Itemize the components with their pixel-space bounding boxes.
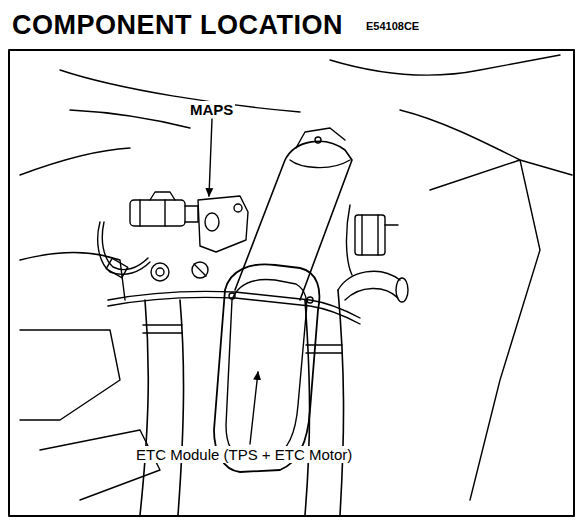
screw bbox=[315, 137, 321, 143]
leader-arrow bbox=[250, 372, 258, 444]
throttle-body bbox=[235, 141, 352, 300]
throttle-body-top bbox=[296, 128, 345, 148]
connector-latch bbox=[150, 192, 175, 200]
part-label: ETC Module (TPS + ETC Motor) bbox=[134, 446, 354, 463]
sensor-port bbox=[205, 213, 219, 231]
contour-line bbox=[330, 55, 560, 75]
bolt bbox=[151, 263, 169, 281]
bolt bbox=[194, 264, 206, 276]
hose-end bbox=[396, 278, 408, 302]
screw bbox=[229, 293, 235, 299]
screw bbox=[307, 297, 313, 303]
etc-module-cover bbox=[214, 264, 319, 472]
contour-line bbox=[20, 148, 130, 175]
etc-module-rib bbox=[226, 280, 307, 458]
part-label: MAPS bbox=[188, 101, 235, 118]
maps-sensor bbox=[198, 196, 248, 252]
figure-code: E54108CE bbox=[366, 20, 419, 32]
wire bbox=[346, 205, 352, 275]
hose-clamp bbox=[306, 345, 342, 353]
coolant-hose bbox=[338, 290, 344, 515]
frame bbox=[9, 50, 574, 516]
wire bbox=[98, 222, 150, 274]
contour-line bbox=[400, 110, 572, 175]
throttle-body-rim bbox=[290, 160, 350, 168]
contour-line bbox=[20, 253, 125, 301]
bolt bbox=[156, 268, 164, 276]
contour-line bbox=[70, 110, 190, 128]
tps-connector bbox=[355, 215, 385, 255]
hose-clamp bbox=[143, 325, 182, 333]
coolant-hose bbox=[305, 300, 310, 515]
mount-bolt bbox=[234, 204, 242, 212]
connector-detail bbox=[362, 215, 398, 255]
panel-edge bbox=[430, 160, 540, 500]
manifold-edge bbox=[20, 330, 120, 420]
hose-bend bbox=[345, 288, 398, 300]
leader-arrow bbox=[209, 119, 212, 196]
connector-detail bbox=[140, 200, 198, 226]
coolant-hose bbox=[178, 300, 184, 515]
contour-line bbox=[60, 70, 300, 112]
hose-bend bbox=[338, 271, 400, 290]
clip bbox=[106, 258, 128, 277]
connector bbox=[130, 200, 185, 226]
coolant-hose bbox=[140, 300, 148, 515]
bolt bbox=[192, 262, 208, 278]
page-title: COMPONENT LOCATION bbox=[12, 10, 343, 41]
